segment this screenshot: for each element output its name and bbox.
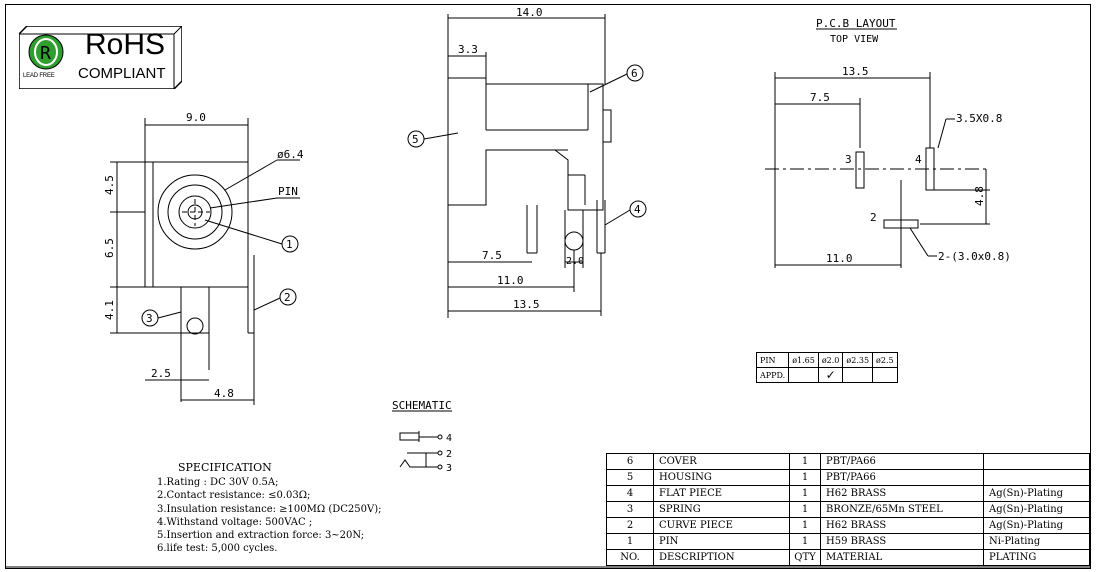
side-dim-7-5: 7.5: [482, 249, 502, 262]
front-dim-top: 4.5: [103, 175, 116, 195]
svg-text:R: R: [40, 43, 51, 64]
front-view: 9.0 4.5 6.5 4.1 2.5 4.8 ø6.4 PIN 1 2 3: [103, 111, 304, 405]
pcb-dim-13-5: 13.5: [842, 65, 869, 78]
pcb-dim-11-0: 11.0: [826, 252, 853, 265]
spec-item: 6.life test: 5,000 cycles.: [157, 543, 278, 555]
schematic-pin-2: 2: [446, 449, 452, 460]
appd-cell: [842, 367, 874, 383]
callout-1: 1: [286, 238, 293, 251]
side-cover: [602, 109, 612, 143]
side-dim-11-0: 11.0: [497, 274, 524, 287]
side-dim-13-5: 13.5: [513, 298, 540, 311]
side-dim-length: 14.0: [516, 6, 543, 19]
spec-item: 4.Withstand voltage: 500VAC ;: [157, 516, 313, 528]
front-diameter: ø6.4: [277, 148, 304, 161]
side-view: 14.0 3.3 7.5 2.0 11.0 13.5 5 6 4: [407, 6, 647, 318]
spec-item: 3.Insulation resistance: ≥100MΩ (DC250V)…: [157, 503, 382, 515]
appd-cell: ø1.65: [788, 352, 819, 368]
spec-item: 2.Contact resistance: ≤0.03Ω;: [157, 490, 311, 502]
pcb-pad-2: 2: [870, 211, 877, 224]
front-dim-pin-offset: 4.8: [214, 387, 234, 400]
pin-appd-table: PIN ø1.65 ø2.0 ø2.35 ø2.5 APPD. ✓: [755, 352, 898, 383]
spec-item: 1.Rating : DC 30V 0.5A;: [157, 477, 279, 489]
callout-4: 4: [634, 203, 641, 216]
pcb-title: P.C.B LAYOUT: [816, 17, 896, 30]
pcb-slot2-dim: 2-(3.0x0.8): [938, 250, 1011, 263]
terminal-3-body: [180, 286, 210, 334]
appd-cell: [788, 367, 819, 383]
pcb-slot-3: [855, 151, 865, 189]
appd-cell: [872, 367, 898, 383]
pcb-slot-dim: 3.5X0.8: [956, 112, 1002, 125]
front-dim-bottom: 4.1: [103, 300, 116, 320]
pcb-layout: P.C.B LAYOUT TOP VIEW 13.5 7.5 3 4 3.5X0…: [765, 17, 1011, 268]
appd-cell: ø2.0: [817, 352, 844, 368]
terminal-3-hole: [186, 317, 204, 335]
schematic-pin-4: 4: [446, 433, 452, 444]
lead-free-logo-icon: R: [28, 34, 64, 70]
rohs-badge: R LEAD FREE RoHS COMPLIANT: [19, 26, 182, 89]
jack-inner-circle: [178, 195, 212, 229]
sheet-border: [5, 4, 1091, 569]
side-housing-outline: [447, 77, 604, 211]
pcb-dim-4-8: 4.8: [973, 186, 986, 206]
schematic: SCHEMATIC 4 2 3: [392, 399, 452, 474]
front-pin-label: PIN: [278, 185, 298, 198]
appd-check: ✓: [817, 367, 844, 383]
pcb-subtitle: TOP VIEW: [830, 34, 879, 45]
appd-cell: PIN: [755, 352, 790, 368]
rohs-compliant: COMPLIANT: [78, 65, 166, 82]
callout-3: 3: [146, 312, 153, 325]
front-dim-width: 9.0: [186, 111, 206, 124]
appd-cell: ø2.5: [872, 352, 898, 368]
appd-cell: ø2.35: [842, 352, 874, 368]
callout-6: 6: [631, 67, 638, 80]
jack-outer-circle: [157, 174, 233, 250]
pcb-dim-7-5: 7.5: [810, 91, 830, 104]
spec-item: 5.Insertion and extraction force: 3~20N;: [157, 530, 365, 542]
pcb-pad-3: 3: [845, 153, 852, 166]
schematic-title: SCHEMATIC: [392, 399, 452, 412]
callout-2: 2: [284, 291, 291, 304]
side-dim-2-0: 2.0: [566, 256, 584, 267]
front-dim-pin-gap: 2.5: [151, 367, 171, 380]
pcb-pad-4: 4: [915, 153, 922, 166]
specification-title: SPECIFICATION: [178, 461, 272, 474]
side-dim-front: 3.3: [458, 43, 478, 56]
rohs-title: RoHS: [85, 28, 166, 61]
jack-mid-circle: [167, 184, 223, 240]
side-terminal-hole: [564, 231, 584, 251]
specification: SPECIFICATION 1.Rating : DC 30V 0.5A; 2.…: [157, 461, 382, 555]
lead-free-label: LEAD FREE: [23, 73, 55, 79]
callout-5: 5: [412, 133, 419, 146]
schematic-pin-3: 3: [446, 463, 452, 474]
front-dim-mid: 6.5: [103, 238, 116, 258]
appd-label: APPD.: [755, 367, 790, 383]
